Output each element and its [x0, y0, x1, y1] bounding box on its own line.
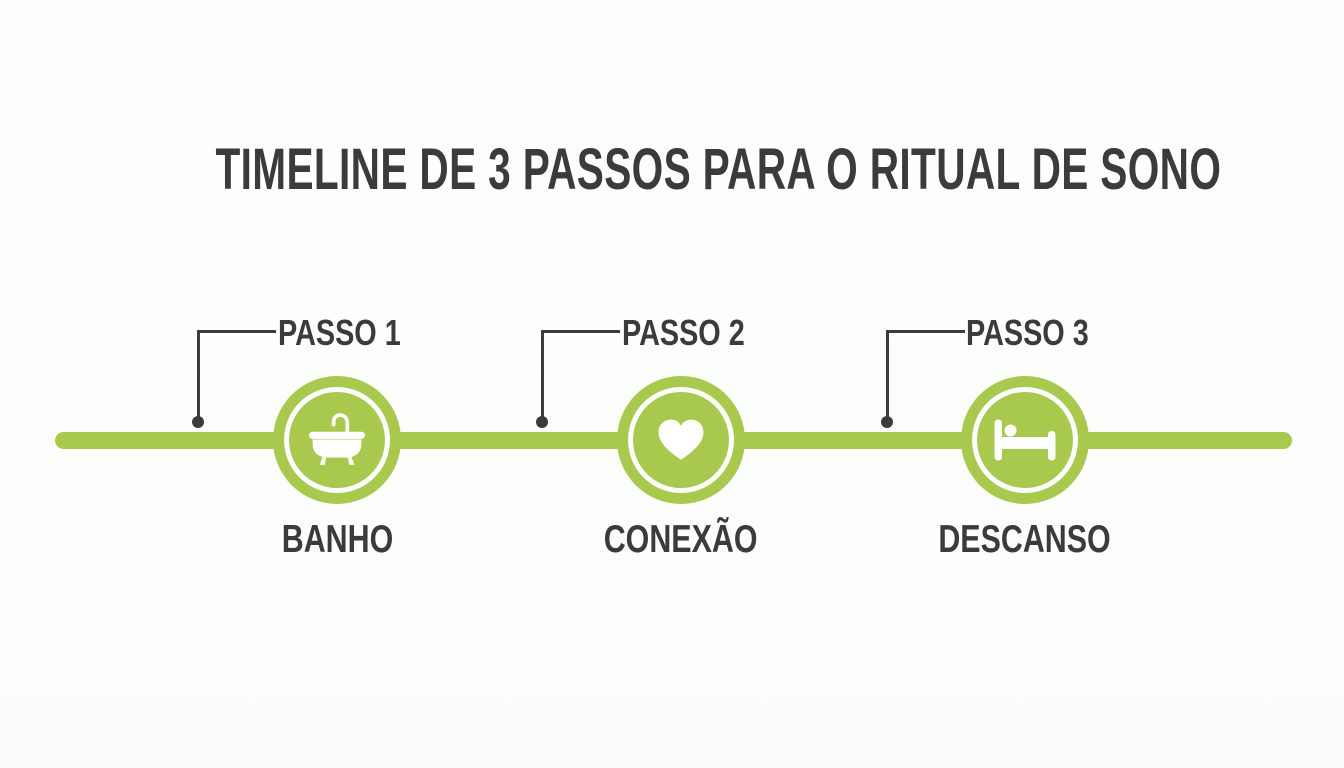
- step2-timeline-dot: [536, 416, 548, 428]
- step2-label: PASSO 2: [622, 312, 745, 353]
- step3-core: [977, 392, 1073, 488]
- step3-node: [961, 376, 1089, 504]
- step3-name: DESCANSO: [938, 518, 1112, 561]
- step1-core: [289, 392, 385, 488]
- step1-node: [273, 376, 401, 504]
- step1-timeline-dot: [192, 416, 204, 428]
- step1-label: PASSO 1: [278, 312, 401, 353]
- page-title: TIMELINE DE 3 PASSOS PARA O RITUAL DE SO…: [215, 137, 1222, 202]
- step3-timeline-dot: [881, 416, 893, 428]
- heart-icon: [658, 419, 704, 460]
- step2-ring-gap: [628, 387, 734, 493]
- bed-icon: [994, 419, 1056, 461]
- step3-label: PASSO 3: [966, 312, 1089, 353]
- bathtub-icon: [309, 413, 365, 465]
- step1-ring-gap: [284, 387, 390, 493]
- step1-name: BANHO: [281, 518, 393, 561]
- step1-connector-line: [197, 330, 276, 420]
- step3-connector-line: [886, 330, 965, 420]
- step2-name: CONEXÃO: [604, 518, 758, 561]
- step3-ring-gap: [972, 387, 1078, 493]
- step2-core: [633, 392, 729, 488]
- step2-connector-line: [541, 330, 620, 420]
- step2-node: [617, 376, 745, 504]
